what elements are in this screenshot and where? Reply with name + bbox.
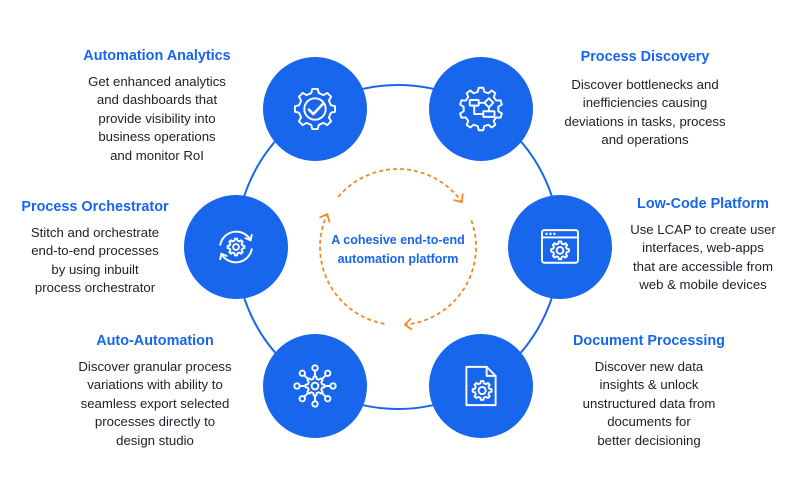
description-line: end-to-end processes — [31, 243, 159, 259]
cycle-arrowhead — [319, 213, 331, 223]
description-line: seamless export selected — [80, 395, 230, 411]
auto-automation-label: Auto-Automation Discover granular proces… — [55, 332, 255, 450]
cycle-arrow-arc — [337, 168, 463, 203]
description-line: business operations — [98, 129, 216, 145]
description-line: and dashboards that — [96, 92, 218, 108]
process-discovery-description: Discover bottlenecks and inefficiencies … — [545, 76, 745, 150]
description-line: Discover bottlenecks and — [571, 77, 719, 92]
browser-gear-icon — [533, 220, 587, 274]
document-processing-node — [429, 334, 533, 438]
process-orchestrator-description: Stitch and orchestrate end-to-end proces… — [5, 224, 185, 298]
description-line: Get enhanced analytics — [88, 74, 226, 89]
center-caption-line: automation platform — [337, 252, 459, 266]
description-line: better decisioning — [597, 432, 701, 448]
auto-automation-node — [263, 334, 367, 438]
document-gear-icon — [454, 359, 508, 413]
description-line: process orchestrator — [34, 280, 156, 296]
description-line: provide visibility into — [98, 110, 216, 126]
low-code-platform-node — [508, 195, 612, 299]
description-line: Use LCAP to create user — [630, 222, 776, 237]
cycle-arrow-arc — [404, 220, 477, 326]
cycle-arrows — [319, 168, 477, 331]
cycle-gear-icon — [209, 220, 263, 274]
gear-flowchart-icon — [454, 82, 508, 136]
cycle-arrowhead — [453, 193, 464, 204]
description-line: processes directly to — [94, 414, 216, 430]
process-discovery-title: Process Discovery — [580, 49, 710, 65]
cycle-arrowhead — [403, 318, 413, 331]
low-code-platform-title: Low-Code Platform — [637, 196, 769, 212]
low-code-platform-label: Low-Code Platform Use LCAP to create use… — [613, 195, 793, 295]
description-line: design studio — [116, 432, 194, 448]
description-line: and operations — [601, 132, 689, 148]
automation-analytics-description: Get enhanced analytics and dashboards th… — [57, 73, 257, 165]
document-processing-title: Document Processing — [573, 333, 725, 349]
low-code-platform-description: Use LCAP to create user interfaces, web-… — [613, 221, 793, 295]
auto-automation-title: Auto-Automation — [96, 333, 214, 349]
description-line: that are accessible from — [633, 258, 773, 274]
description-line: web & mobile devices — [639, 277, 767, 293]
description-line: Discover new data — [594, 359, 704, 374]
description-line: inefficiencies causing — [582, 95, 708, 111]
document-processing-label: Document Processing Discover new data in… — [549, 332, 749, 450]
description-line: Discover granular process — [78, 359, 232, 374]
description-line: deviations in tasks, process — [564, 113, 726, 129]
description-line: by using inbuilt — [51, 261, 139, 277]
description-line: unstructured data from — [582, 395, 716, 411]
gear-network-icon — [288, 359, 342, 413]
process-orchestrator-node — [184, 195, 288, 299]
process-orchestrator-label: Process Orchestrator Stitch and orchestr… — [5, 198, 185, 298]
description-line: Stitch and orchestrate — [30, 225, 160, 240]
automation-analytics-title: Automation Analytics — [83, 48, 231, 64]
description-line: documents for — [607, 414, 691, 430]
description-line: interfaces, web-apps — [642, 240, 764, 256]
center-caption-line: A cohesive end-to-end — [331, 233, 465, 247]
automation-analytics-node — [263, 57, 367, 161]
automation-analytics-label: Automation Analytics Get enhanced analyt… — [57, 47, 257, 165]
document-processing-description: Discover new data insights & unlock unst… — [549, 358, 749, 450]
description-line: and monitor RoI — [110, 147, 204, 163]
auto-automation-description: Discover granular process variations wit… — [55, 358, 255, 450]
process-discovery-label: Process Discovery Discover bottlenecks a… — [545, 48, 745, 150]
center-caption: A cohesive end-to-end automation platfor… — [318, 231, 478, 269]
process-orchestrator-title: Process Orchestrator — [21, 199, 169, 215]
description-line: variations with ability to — [87, 377, 223, 393]
description-line: insights & unlock — [599, 377, 699, 393]
process-discovery-node — [429, 57, 533, 161]
cycle-arrow-arc — [319, 213, 385, 325]
gear-check-icon — [288, 82, 342, 136]
